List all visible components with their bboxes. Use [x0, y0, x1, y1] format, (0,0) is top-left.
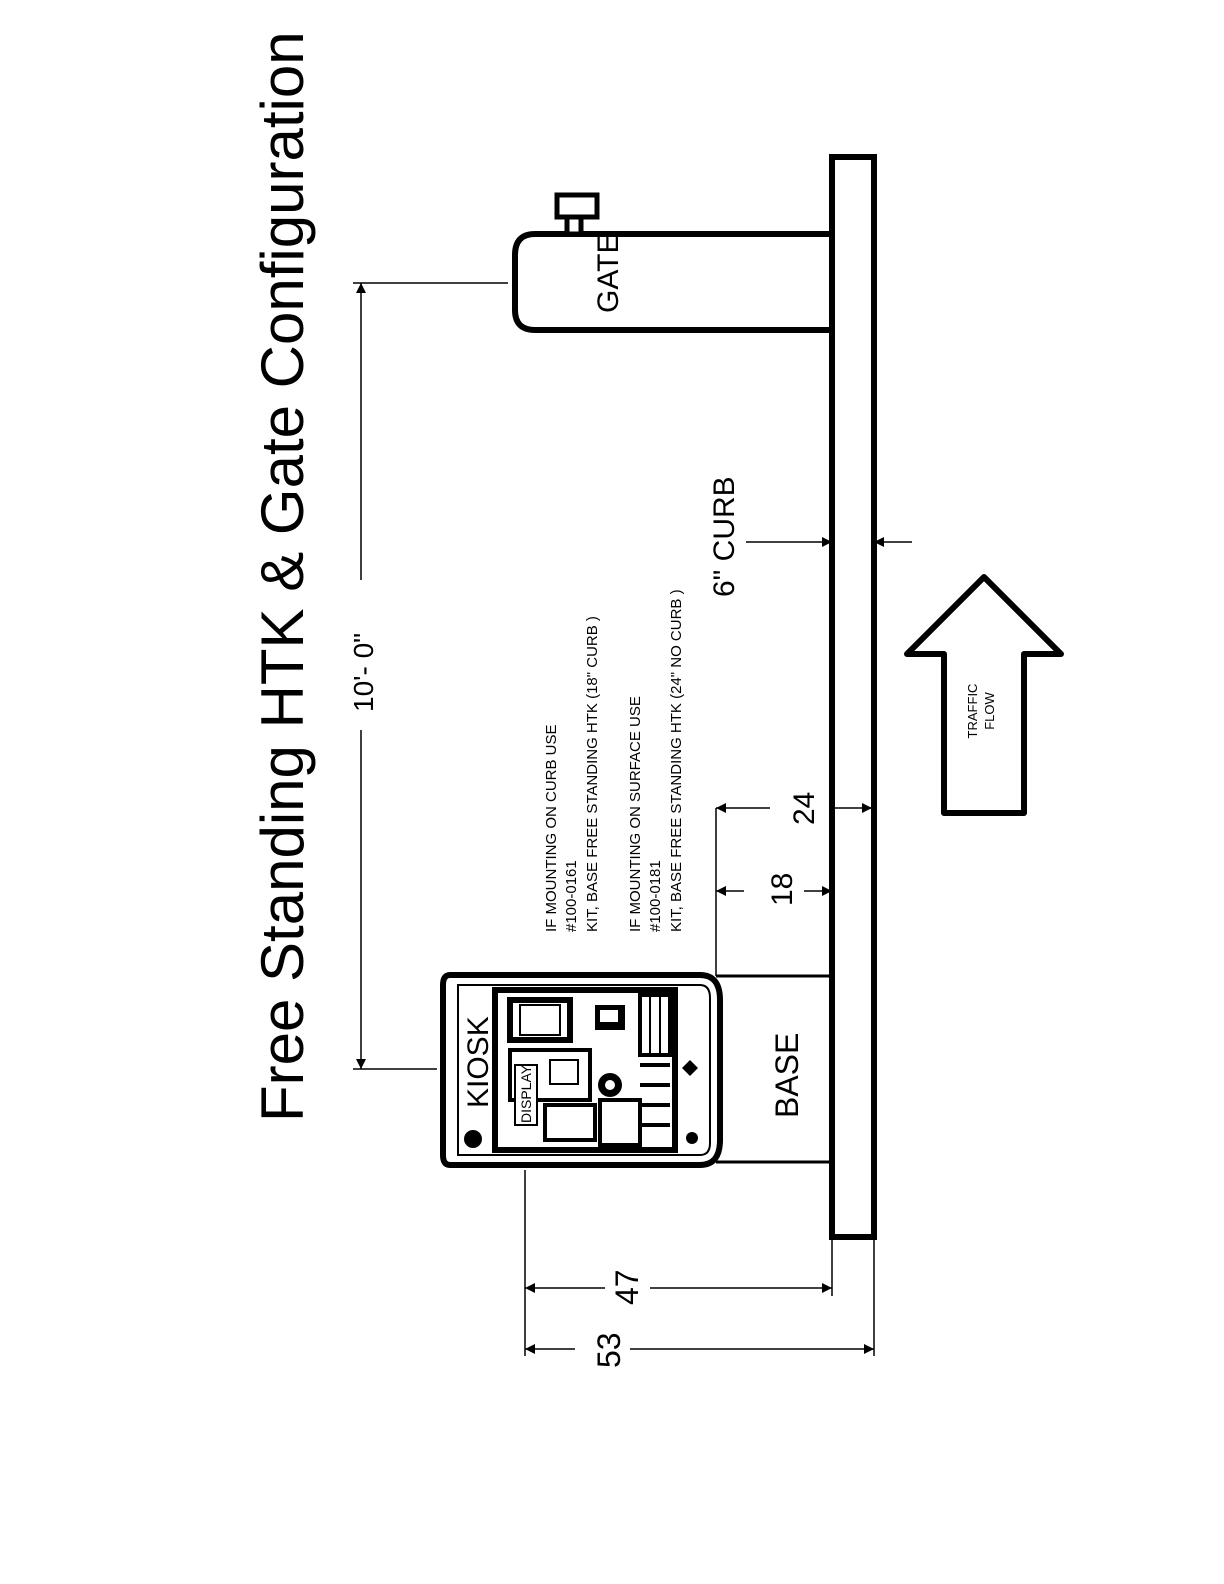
traffic-label-line2: FLOW [982, 691, 997, 729]
surface-note-line2: #100-0181 [647, 860, 664, 932]
mounting-notes: IF MOUNTING ON CURB USE #100-0161 KIT, B… [543, 589, 685, 932]
page-title: Free Standing HTK & Gate Configuration [249, 31, 316, 1122]
gate: GATE [515, 195, 832, 330]
curb-note-line2: #100-0161 [563, 860, 580, 932]
dimension-18-label: 18 [766, 873, 799, 906]
kiosk: KIOSK DISPLAY [443, 975, 720, 1165]
dimension-curb: 6" CURB [708, 476, 912, 597]
curb-6in-label: 6" CURB [708, 476, 741, 597]
dimension-47-label: 47 [609, 1269, 645, 1305]
surface-note-line1: IF MOUNTING ON SURFACE USE [627, 696, 644, 932]
traffic-flow-arrow: TRAFFIC FLOW [907, 577, 1061, 813]
gate-label: GATE [592, 234, 625, 313]
curb-bar [832, 157, 874, 1237]
dimension-53-label: 53 [591, 1332, 627, 1368]
dimension-10ft-label: 10'- 0" [348, 633, 379, 712]
kiosk-indicator-light [464, 1130, 482, 1148]
dimension-kiosk-to-gate: 10'- 0" [348, 283, 508, 1069]
dimension-24-label: 24 [788, 792, 821, 825]
display-label: DISPLAY [518, 1064, 534, 1123]
kiosk-label: KIOSK [462, 1016, 495, 1108]
base-label: BASE [769, 1033, 805, 1118]
curb-note-line3: KIT, BASE FREE STANDING HTK (18" CURB ) [584, 616, 601, 932]
surface-note-line3: KIT, BASE FREE STANDING HTK (24" NO CURB… [668, 589, 685, 932]
curb-note-line1: IF MOUNTING ON CURB USE [543, 724, 560, 932]
dimension-height: 47 53 [525, 1170, 874, 1368]
traffic-label-line1: TRAFFIC [965, 684, 980, 739]
